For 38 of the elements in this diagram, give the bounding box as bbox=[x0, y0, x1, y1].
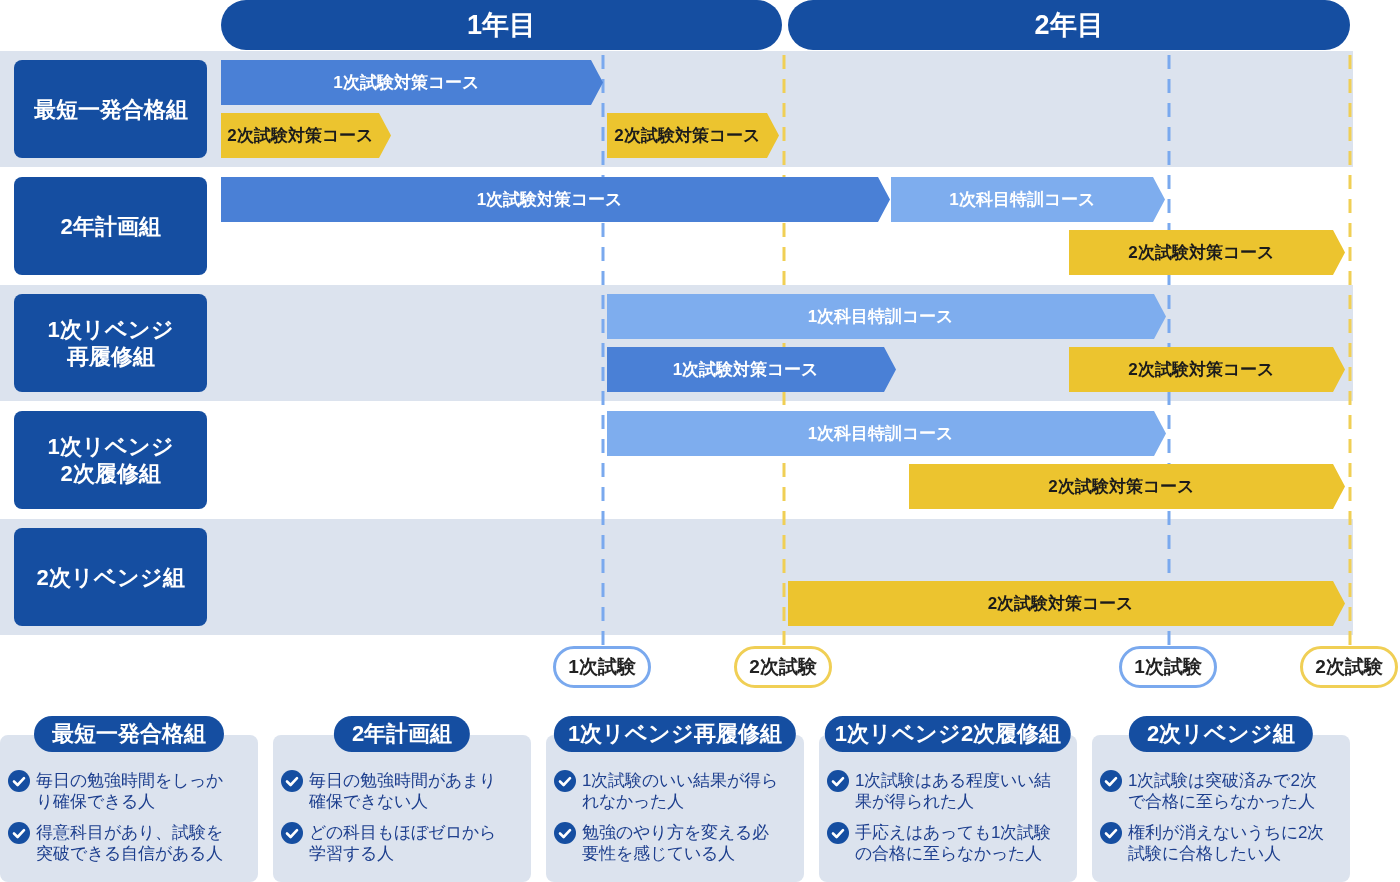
bullet-text: 勉強のやり方を変える必要性を感じている人 bbox=[582, 822, 770, 864]
bullet-text: 1次試験は突破済みで2次で合格に至らなかった人 bbox=[1128, 770, 1318, 812]
group-label-box: 最短一発合格組 bbox=[14, 60, 207, 158]
course-arrow-bar: 2次試験対策コース bbox=[1069, 230, 1345, 275]
course-arrow-bar: 2次試験対策コース bbox=[788, 581, 1345, 626]
bullet-text: 毎日の勉強時間をしっかり確保できる人 bbox=[36, 770, 224, 812]
bullet-text: 得意科目があり、試験を突破できる自信がある人 bbox=[36, 822, 224, 864]
group-label-box: 1次リベンジ2次履修組 bbox=[14, 411, 207, 509]
bullet-text: 1次試験のいい結果が得られなかった人 bbox=[582, 770, 780, 812]
card-heading: 最短一発合格組 bbox=[34, 716, 224, 752]
course-arrow-bar: 1次科目特訓コース bbox=[607, 294, 1166, 339]
bullet-text: 1次試験はある程度いい結果が得られた人 bbox=[855, 770, 1053, 812]
exam-tag: 2次試験 bbox=[1300, 646, 1398, 688]
course-arrow-bar: 2次試験対策コース bbox=[221, 113, 391, 158]
course-arrow-bar: 1次科目特訓コース bbox=[607, 411, 1166, 456]
course-arrow-bar: 2次試験対策コース bbox=[1069, 347, 1345, 392]
group-label-box: 2年計画組 bbox=[14, 177, 207, 275]
bullet-text: 権利が消えないうちに2次試験に合格したい人 bbox=[1128, 822, 1326, 864]
card-heading: 1次リベンジ2次履修組 bbox=[824, 716, 1072, 752]
bullet-text: 手応えはあっても1次試験の合格に至らなかった人 bbox=[855, 822, 1053, 864]
year-header: 1年目 bbox=[221, 0, 782, 50]
course-arrow-bar: 1次科目特訓コース bbox=[891, 177, 1165, 222]
exam-tag: 2次試験 bbox=[734, 646, 832, 688]
card-heading: 1次リベンジ再履修組 bbox=[553, 716, 797, 752]
course-arrow-bar: 2次試験対策コース bbox=[909, 464, 1345, 509]
group-label-box: 2次リベンジ組 bbox=[14, 528, 207, 626]
exam-tag: 1次試験 bbox=[553, 646, 651, 688]
course-arrow-bar: 1次試験対策コース bbox=[607, 347, 896, 392]
card-heading: 2次リベンジ組 bbox=[1128, 716, 1314, 752]
bullet-text: 毎日の勉強時間があまり確保できない人 bbox=[309, 770, 497, 812]
group-label-box: 1次リベンジ再履修組 bbox=[14, 294, 207, 392]
bullet-text: どの科目もほぼゼロから学習する人 bbox=[309, 822, 497, 864]
course-arrow-bar: 1次試験対策コース bbox=[221, 177, 890, 222]
card-heading: 2年計画組 bbox=[333, 716, 471, 752]
course-arrow-bar: 1次試験対策コース bbox=[221, 60, 603, 105]
year-header: 2年目 bbox=[788, 0, 1350, 50]
exam-tag: 1次試験 bbox=[1119, 646, 1217, 688]
course-arrow-bar: 2次試験対策コース bbox=[607, 113, 779, 158]
